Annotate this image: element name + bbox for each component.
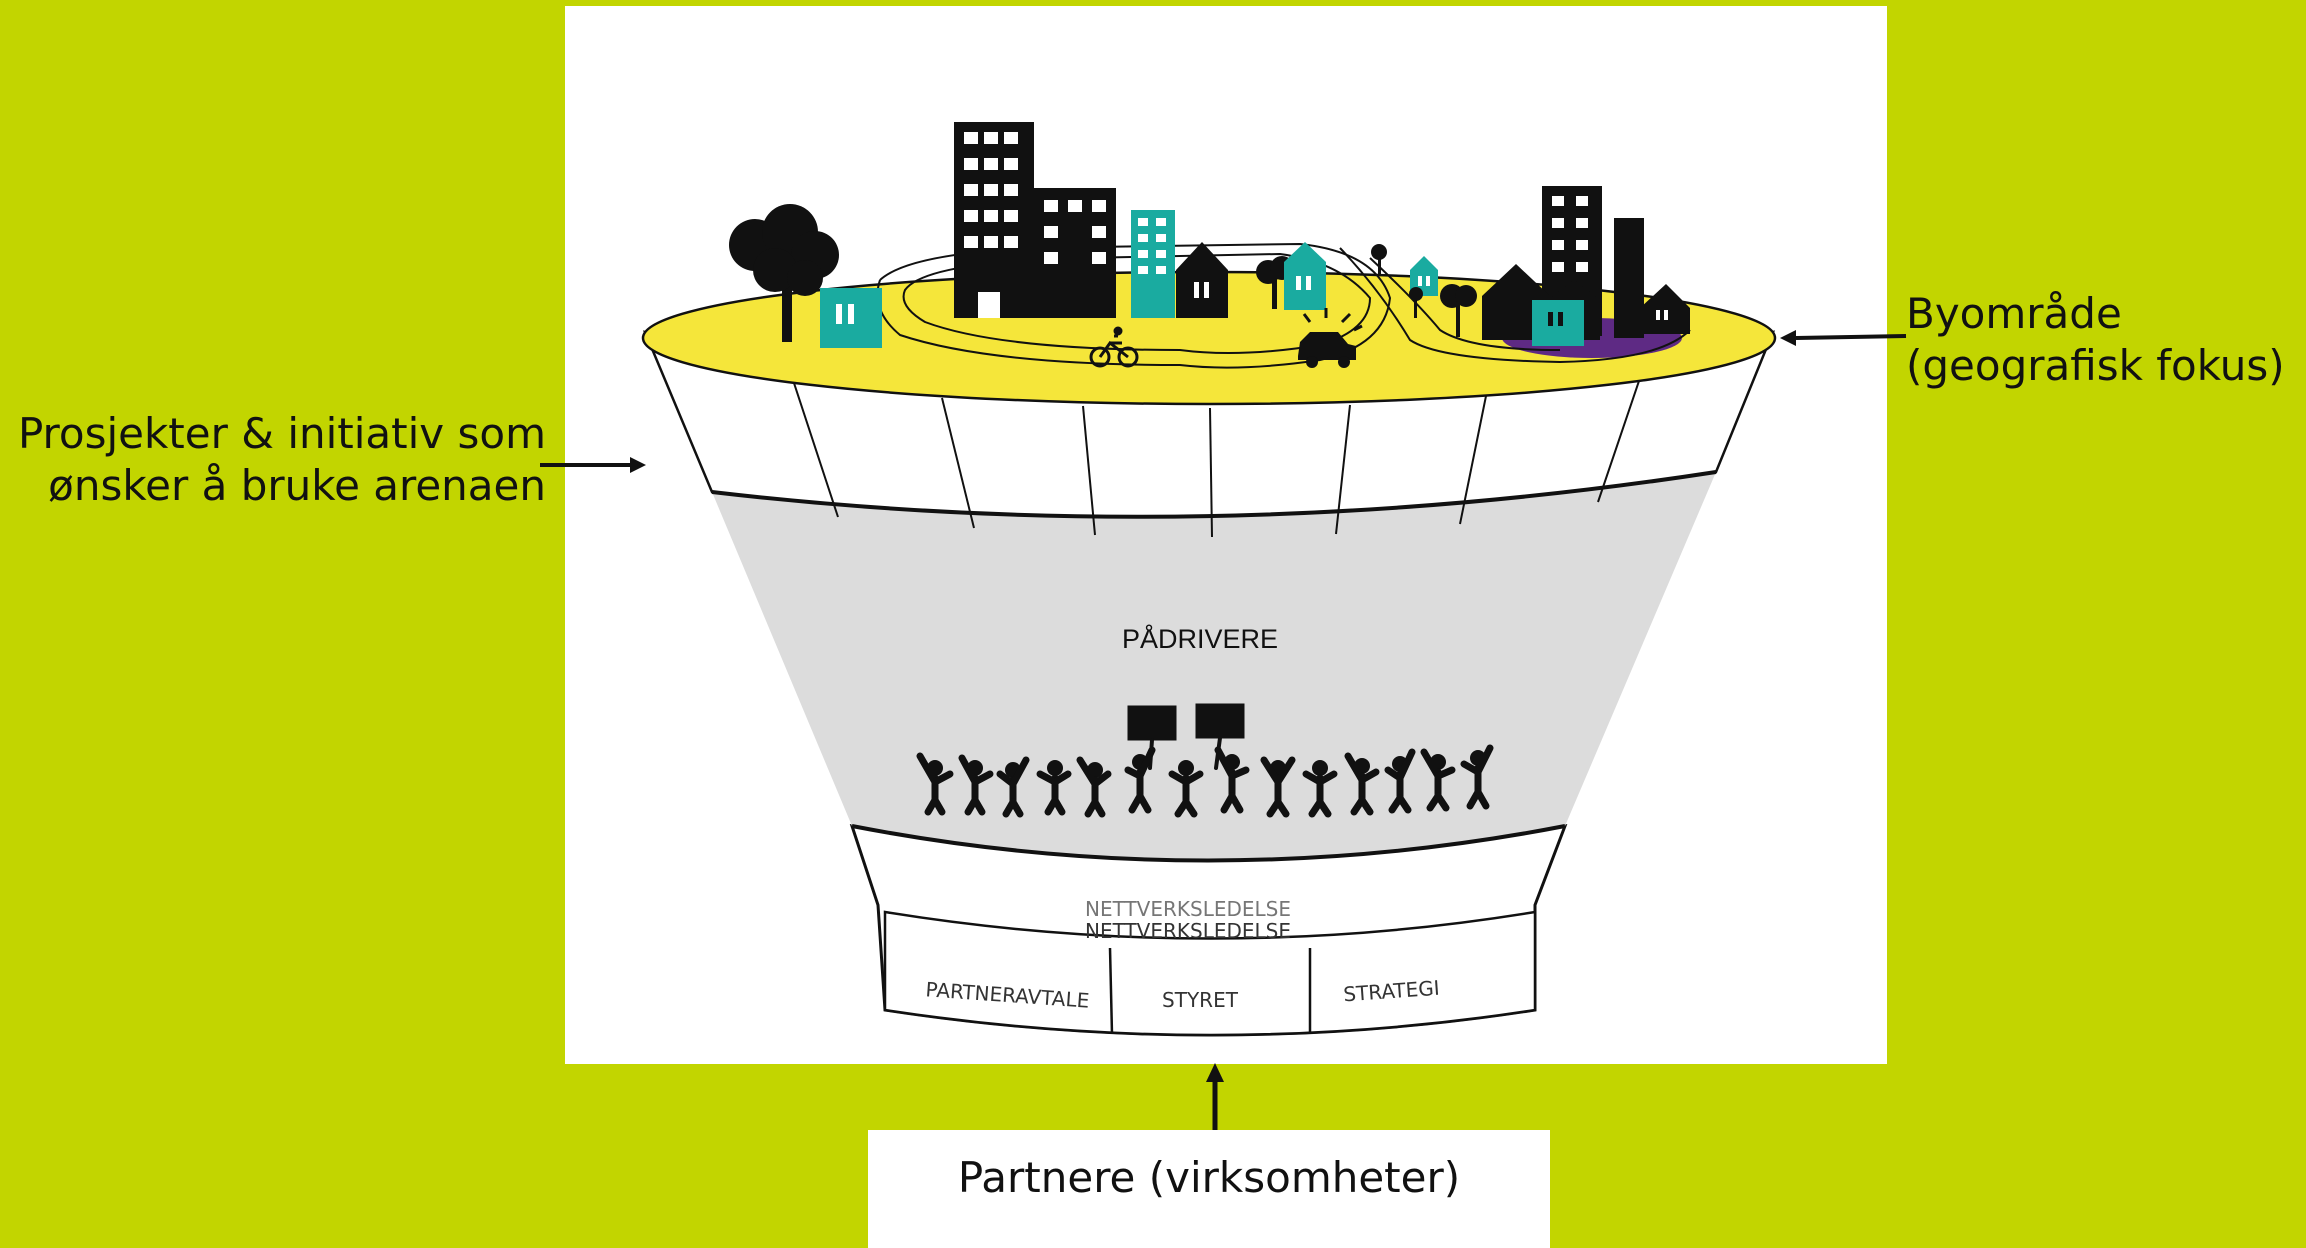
house-icon — [820, 288, 882, 348]
car-icon — [1298, 308, 1363, 368]
network-label: NETTVERKSLEDELSE — [1085, 919, 1291, 943]
projects-label-line-1: Prosjekter & initiativ som — [17, 409, 546, 458]
person-icon — [1302, 760, 1338, 818]
house-icon — [1410, 256, 1438, 296]
projects-label: Prosjekter & initiativ som ønsker å bruk… — [8, 408, 546, 512]
house-icon — [1284, 242, 1326, 310]
protest-sign-icon — [1127, 705, 1177, 741]
base-divider-1 — [1108, 947, 1114, 1035]
person-icon — [1168, 760, 1204, 818]
projects-label-line-2: ønsker å bruke arenaen — [48, 461, 546, 510]
person-icon — [1214, 746, 1250, 814]
partners-box — [868, 1130, 1550, 1248]
person-icon — [1420, 748, 1456, 812]
person-icon — [958, 754, 994, 816]
padrivere-band — [712, 472, 1716, 861]
building-icon — [1032, 188, 1116, 318]
person-icon — [1460, 744, 1494, 810]
tree-icon — [729, 204, 839, 342]
person-icon — [1036, 760, 1072, 816]
base-box — [883, 910, 1537, 1037]
protest-sign-icon — [1195, 703, 1245, 739]
house-icon — [1176, 242, 1228, 318]
arrow-left-icon — [540, 457, 646, 473]
tree-icon — [1371, 244, 1387, 274]
tower-icon — [1614, 218, 1644, 338]
crowd-illustration — [916, 703, 1494, 818]
person-icon — [996, 756, 1030, 818]
building-icon — [954, 122, 1034, 318]
person-icon — [1384, 748, 1416, 814]
partners-label: Partnere (virksomheter) — [957, 1153, 1461, 1202]
padrivere-label: PÅDRIVERE — [1122, 623, 1278, 654]
city-area-label: Byområde (geografisk fokus) — [1906, 288, 2306, 392]
network-label-faded: NETTVERKSLEDELSE — [1085, 897, 1291, 921]
house-icon — [1532, 300, 1584, 346]
tree-icon — [1409, 284, 1477, 337]
city-area-label-line-2: (geografisk fokus) — [1906, 341, 2285, 390]
person-icon — [1260, 756, 1296, 818]
person-icon — [1344, 752, 1380, 816]
person-icon — [1076, 756, 1112, 818]
bicycle-icon — [1089, 326, 1139, 368]
band-divider — [851, 824, 1566, 863]
person-icon — [1124, 746, 1156, 814]
arrow-right-icon — [1780, 330, 1907, 346]
building-icon — [1131, 210, 1175, 318]
person-icon — [916, 752, 954, 816]
base-label-styret: STYRET — [1162, 988, 1239, 1012]
city-illustration — [729, 122, 1690, 368]
city-area-label-line-1: Byområde — [1906, 289, 2122, 338]
ring-segments — [792, 377, 1641, 538]
